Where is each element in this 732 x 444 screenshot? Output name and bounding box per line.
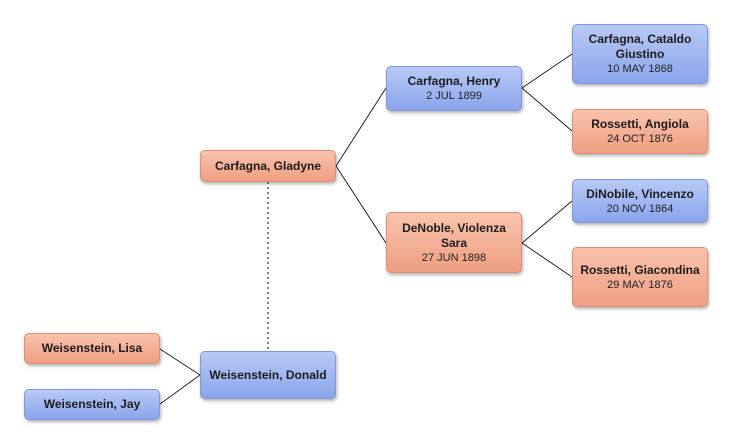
person-card-weisenstein-lisa[interactable]: Weisenstein, Lisa	[24, 333, 160, 364]
person-name: Carfagna, Gladyne	[214, 158, 322, 173]
person-name: Carfagna, Cataldo Giustino	[588, 32, 692, 61]
person-card-weisenstein-donald[interactable]: Weisenstein, Donald	[200, 351, 336, 399]
person-date: 29 MAY 1876	[607, 278, 673, 291]
person-card-dinobile-vincenzo[interactable]: DiNobile, Vincenzo 20 NOV 1864	[572, 179, 708, 223]
person-card-carfagna-cataldo-giustino[interactable]: Carfagna, Cataldo Giustino 10 MAY 1868	[572, 24, 708, 84]
person-date: 10 MAY 1868	[607, 63, 673, 75]
person-name: DiNobile, Vincenzo	[586, 186, 694, 201]
link-henry-angiola	[521, 87, 573, 132]
link-violenza-vincenzo	[521, 200, 573, 244]
link-henry-cataldo	[521, 53, 573, 89]
person-name: Weisenstein, Jay	[43, 397, 141, 411]
person-name: Weisenstein, Donald	[209, 367, 327, 382]
person-card-denoble-violenza-sara[interactable]: DeNoble, Violenza Sara 27 JUN 1898	[386, 212, 522, 273]
person-date: 2 JUL 1899	[426, 90, 482, 102]
person-card-weisenstein-jay[interactable]: Weisenstein, Jay	[24, 389, 160, 420]
link-gladyne-henry	[335, 87, 387, 167]
person-date: 24 OCT 1876	[607, 133, 673, 145]
person-card-carfagna-gladyne[interactable]: Carfagna, Gladyne	[200, 150, 336, 182]
person-name: DeNoble, Violenza Sara	[402, 220, 506, 250]
link-jay-donald	[159, 374, 201, 405]
person-card-carfagna-henry[interactable]: Carfagna, Henry 2 JUL 1899	[386, 66, 522, 111]
person-name: Rossetti, Giacondina	[580, 262, 700, 277]
person-name: Weisenstein, Lisa	[41, 341, 143, 355]
person-date: 27 JUN 1898	[421, 251, 487, 264]
person-card-rossetti-giacondina[interactable]: Rossetti, Giacondina 29 MAY 1876	[572, 247, 708, 307]
person-date: 20 NOV 1864	[606, 202, 674, 215]
person-name: Rossetti, Angiola	[591, 117, 689, 131]
link-gladyne-violenza	[335, 165, 387, 244]
link-lisa-donald	[159, 348, 201, 376]
link-violenza-giacondina	[521, 242, 573, 278]
person-name: Carfagna, Henry	[407, 74, 501, 88]
person-card-rossetti-angiola[interactable]: Rossetti, Angiola 24 OCT 1876	[572, 109, 708, 154]
